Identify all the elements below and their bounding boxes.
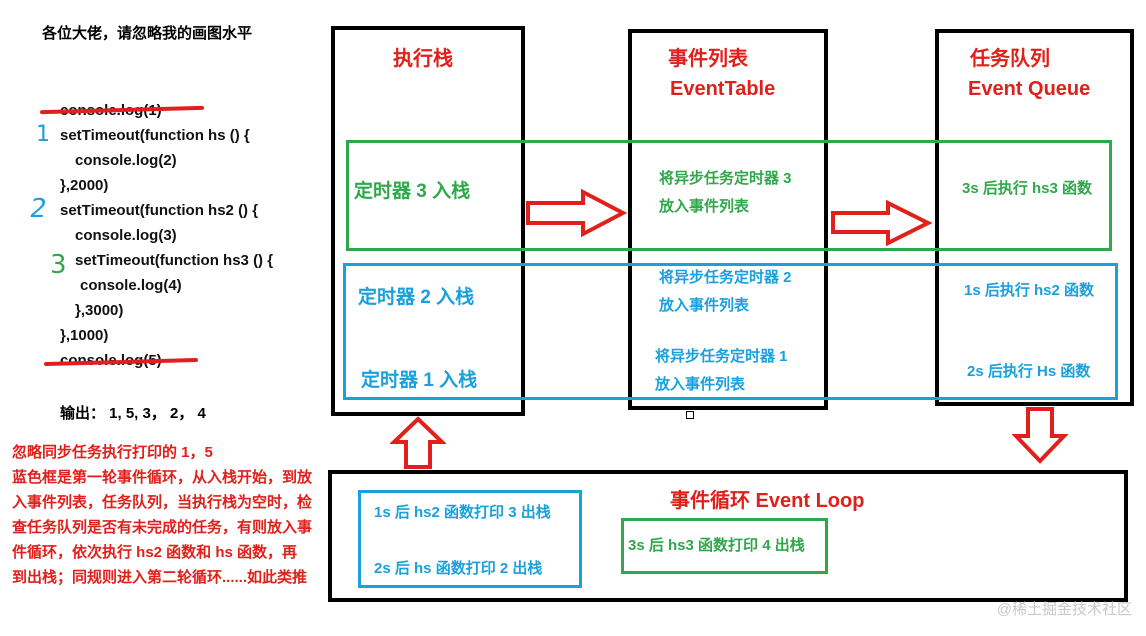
queue-hs3-label: 3s 后执行 hs3 函数 [962,180,1093,197]
call-stack-title: 执行栈 [393,48,453,70]
stack-timer1-label: 定时器 1 入栈 [361,370,478,391]
stack-timer3-label: 定时器 3 入栈 [354,181,471,202]
code-line-4: },2000) [60,177,109,194]
loop-hs-label: 2s 后 hs 函数打印 2 出栈 [374,560,543,577]
explanation-note: 忽略同步任务执行打印的 1，5 蓝色框是第一轮事件循环，从入栈开始，到放入事件列… [12,440,312,590]
page-title: 各位大佬，请忽略我的画图水平 [42,25,253,42]
table-timer1-line2: 放入事件列表 [655,376,746,393]
hand-marker-1: 1 [36,122,50,147]
stack-timer2-label: 定时器 2 入栈 [358,287,475,308]
arrow-stack-to-table-icon [526,188,627,238]
resize-handle[interactable] [686,411,694,419]
event-table-column [628,29,828,410]
output-text: 输出： 1, 5, 3， 2， 4 [60,405,206,422]
code-line-3: console.log(2) [75,152,177,169]
timer1-2-band [343,263,1118,400]
watermark: @稀土掘金技术社区 [996,601,1132,618]
loop-hs3-label: 3s 后 hs3 函数打印 4 出栈 [628,537,805,554]
call-stack-column [331,26,525,416]
queue-hs-label: 2s 后执行 Hs 函数 [967,363,1091,380]
code-line-7: setTimeout(function hs3 () { [75,252,274,269]
hand-marker-3: 3 [50,250,67,280]
table-timer2-line1: 将异步任务定时器 2 [659,269,792,286]
event-queue-subtitle: Event Queue [968,78,1091,100]
code-line-5: setTimeout(function hs2 () { [60,202,259,219]
arrow-queue-to-loop-icon [1012,407,1068,464]
event-table-title: 事件列表 [668,48,748,70]
arrow-loop-to-stack-icon [390,416,446,469]
note-body: 蓝色框是第一轮事件循环，从入栈开始，到放入事件列表，任务队列，当执行栈为空时，检… [12,469,313,586]
code-line-8: console.log(4) [80,277,182,294]
event-queue-title: 任务队列 [970,48,1050,70]
event-loop-box [328,470,1128,602]
event-loop-title: 事件循环 Event Loop [670,490,865,512]
note-first-line: 忽略同步任务执行打印的 1，5 [12,444,213,461]
table-timer2-line2: 放入事件列表 [659,297,750,314]
timer3-band [346,140,1112,251]
table-timer3-line2: 放入事件列表 [659,198,750,215]
hand-marker-2: 2 [27,194,50,224]
code-line-9: },3000) [75,302,124,319]
code-line-2: setTimeout(function hs () { [60,127,250,144]
table-timer3-text: 将异步任务定时器 3 放入事件列表 [659,165,792,221]
event-table-subtitle: EventTable [670,78,776,100]
event-queue-column [935,29,1134,406]
table-timer2-text: 将异步任务定时器 2 放入事件列表 [659,264,792,320]
table-timer3-line1: 将异步任务定时器 3 [659,170,792,187]
code-line-6: console.log(3) [75,227,177,244]
code-line-10: },1000) [60,327,109,344]
arrow-table-to-queue-icon [831,200,932,246]
queue-hs2-label: 1s 后执行 hs2 函数 [964,282,1095,299]
loop-blue-box [358,490,582,588]
table-timer1-text: 将异步任务定时器 1 放入事件列表 [655,343,788,399]
table-timer1-line1: 将异步任务定时器 1 [655,348,788,365]
loop-hs2-label: 1s 后 hs2 函数打印 3 出栈 [374,504,551,521]
loop-green-box [621,518,828,574]
